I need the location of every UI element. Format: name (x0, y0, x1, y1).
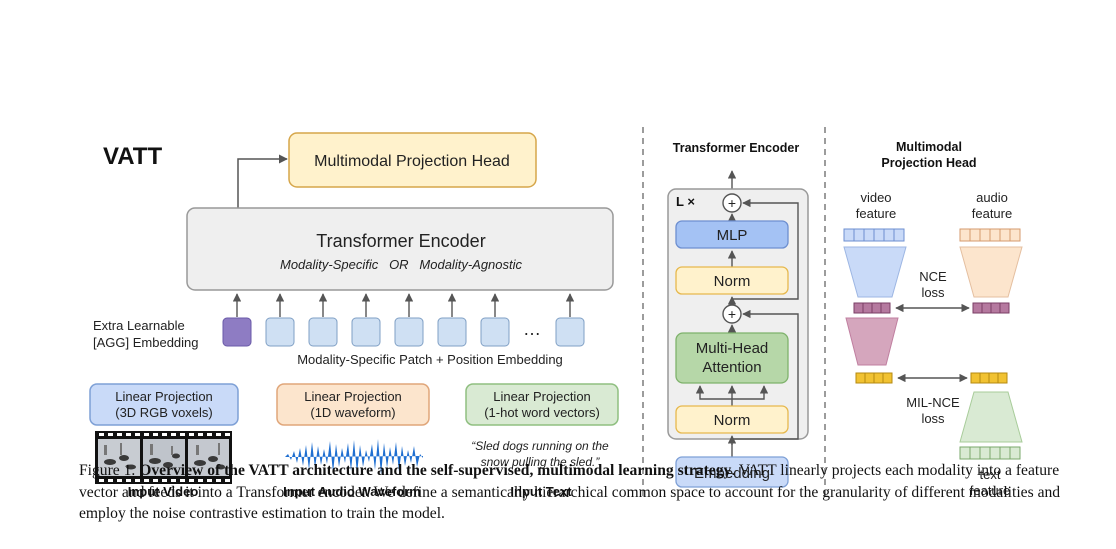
figure-caption: Figure 1. Overview of the VATT architect… (79, 460, 1079, 525)
agg-label-line1: Extra Learnable (93, 318, 185, 333)
norm-bottom-label: Norm (714, 412, 751, 429)
audio-feature-line1: audio (976, 190, 1008, 205)
mil-nce-loss-line1: MIL-NCE (906, 395, 960, 410)
input-text-quote-line2: snow pulling the sled.” (481, 455, 601, 469)
token-arrows (232, 293, 575, 317)
multimodal-projection-head-label: Multimodal Projection Head (314, 153, 510, 170)
linear-projection-text-line2: (1-hot word vectors) (484, 405, 600, 420)
audio-feature-vector (959, 228, 1021, 242)
residual-add-bottom-symbol: + (728, 306, 736, 322)
residual-add-bottom-icon (722, 304, 742, 324)
linear-projection-audio-box (276, 383, 430, 426)
residual-add-top-icon (722, 193, 742, 213)
video-feature-line2: feature (856, 206, 896, 221)
embedding-box (675, 456, 789, 488)
patch-embedding-label: Modality-Specific Patch + Position Embed… (297, 352, 563, 367)
linear-projection-audio-line2: (1D waveform) (310, 405, 395, 420)
norm-top-box (675, 266, 789, 295)
token-ellipsis: … (523, 319, 541, 339)
video-feature-line1: video (860, 190, 891, 205)
norm-top-label: Norm (714, 273, 751, 290)
input-audio-waveform (285, 439, 423, 475)
video-projection-trapezoid (843, 246, 907, 298)
linear-projection-video-line1: Linear Projection (115, 389, 213, 404)
video-vt-embedding (855, 372, 893, 384)
text-feature-vector (959, 446, 1021, 460)
input-audio-label: Input Audio Waveform (283, 484, 421, 499)
encoder-detail-title: Transformer Encoder (673, 141, 800, 155)
text-vt-embedding (970, 372, 1008, 384)
linear-projection-text-box (465, 383, 619, 426)
audio-va-embedding (972, 302, 1010, 314)
transformer-encoder-subtitle: Modality-Specific OR Modality-Agnostic (280, 257, 523, 272)
input-text-quote-line1: “Sled dogs running on the (471, 439, 609, 453)
mlp-box (675, 220, 789, 249)
linear-projection-audio-line1: Linear Projection (304, 389, 402, 404)
embedding-label: Embedding (694, 465, 770, 482)
video-va-embedding (853, 302, 891, 314)
caption-label: Figure 1. (79, 462, 136, 479)
multi-head-attention-line1: Multi-Head (696, 340, 769, 357)
audio-feature-line2: feature (972, 206, 1012, 221)
caption-rest: . VATT linearly projects each modality i… (79, 462, 1061, 522)
projection-head-title-line2: Projection Head (881, 156, 976, 170)
input-video-film-strip (95, 431, 232, 484)
encoder-detail-repeat: L × (676, 194, 695, 209)
norm-bottom-box (675, 405, 789, 434)
caption-bold: Overview of the VATT architecture and th… (139, 462, 732, 479)
video-feature-vector (843, 228, 905, 242)
nce-loss-line1: NCE (919, 269, 947, 284)
multi-head-attention-line2: Attention (702, 359, 761, 376)
multi-head-attention-box (675, 332, 789, 384)
vatt-title: VATT (103, 143, 162, 170)
encoder-to-head-arrow (237, 154, 288, 208)
transformer-encoder-box (186, 207, 614, 291)
agg-label-line2: [AGG] Embedding (93, 335, 199, 350)
input-text-label: Input Text (510, 484, 572, 499)
transformer-encoder-title: Transformer Encoder (316, 231, 485, 251)
linear-projection-text-line1: Linear Projection (493, 389, 591, 404)
residual-add-top-symbol: + (728, 195, 736, 211)
mil-nce-loss-line2: loss (921, 411, 945, 426)
text-projection-trapezoid (959, 391, 1023, 443)
input-video-label: Input Video (128, 484, 199, 499)
audio-projection-trapezoid (959, 246, 1023, 298)
linear-projection-video-box (89, 383, 239, 426)
patch-tokens (265, 317, 585, 347)
mlp-label: MLP (717, 227, 748, 244)
qkv-arrows (695, 385, 769, 406)
nce-loss-line2: loss (921, 285, 945, 300)
agg-embedding-token (222, 317, 252, 347)
linear-projection-video-line2: (3D RGB voxels) (115, 405, 213, 420)
va-to-vt-trapezoid (845, 317, 899, 366)
multimodal-projection-head-box (288, 132, 537, 188)
text-feature-line1: text (980, 467, 1001, 482)
text-feature-line2: feature (970, 483, 1010, 498)
projection-head-title-line1: Multimodal (896, 140, 962, 154)
